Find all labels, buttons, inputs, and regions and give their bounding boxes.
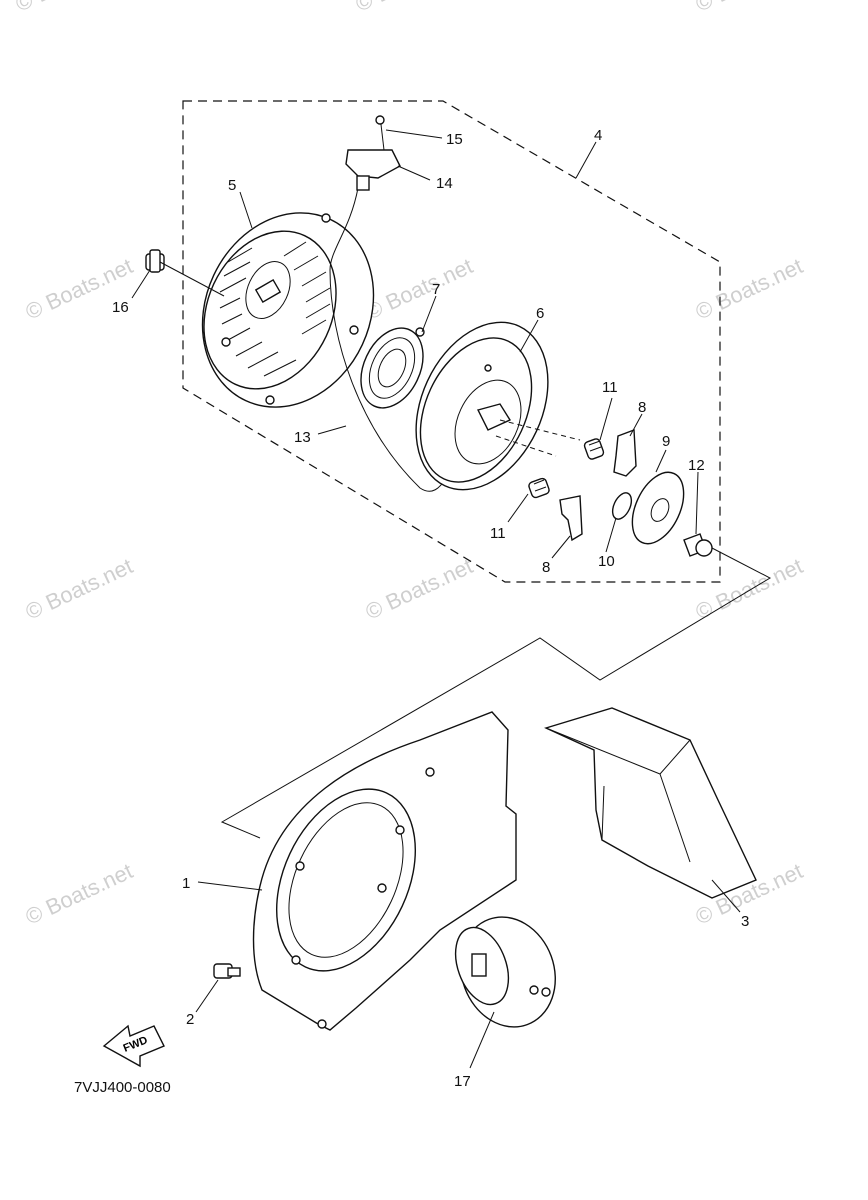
callout-11-upper: 11 — [602, 379, 618, 396]
figure-code: 7VJJ400-0080 — [74, 1079, 171, 1096]
bolt-part-16 — [145, 249, 165, 273]
fan-cover-part-1 — [252, 711, 517, 1031]
callout-16: 16 — [112, 299, 129, 316]
handle-screw-part-15 — [375, 115, 385, 151]
pawl-part-8-upper — [613, 429, 637, 477]
watermark: © Boats.net — [362, 253, 477, 324]
starter-handle-part-14 — [345, 149, 401, 191]
pawl-spring-part-11-upper — [583, 438, 605, 460]
assembly-boundary — [182, 100, 721, 583]
callout-11-lower: 11 — [490, 525, 506, 542]
watermark: © Boats.net — [692, 253, 807, 324]
spiral-spring-part-7 — [360, 327, 425, 409]
callout-5: 5 — [228, 177, 236, 194]
sheave-drum-part-6 — [415, 321, 549, 491]
callout-13: 13 — [294, 429, 311, 446]
callout-14: 14 — [436, 175, 453, 192]
callout-4: 4 — [594, 127, 602, 144]
watermark: © Boats.net — [362, 553, 477, 624]
assembly-connector-line — [220, 547, 772, 839]
callout-15: 15 — [446, 131, 463, 148]
cover-part-3 — [544, 707, 757, 899]
callout-7: 7 — [432, 281, 440, 298]
callout-17: 17 — [454, 1073, 471, 1090]
fwd-direction-arrow: FWD — [102, 1024, 165, 1068]
pawl-spring-part-11-lower — [528, 477, 550, 499]
watermark: © Boats.net — [692, 0, 807, 17]
washer-part-10 — [611, 492, 633, 520]
shaft-axis — [499, 419, 581, 441]
shaft-axis — [495, 435, 557, 457]
callout-8-upper: 8 — [638, 399, 646, 416]
callout-3: 3 — [741, 913, 749, 930]
drive-plate-part-9 — [631, 471, 685, 545]
leader-lines — [131, 129, 741, 1069]
watermark: © Boats.net — [22, 553, 137, 624]
callout-12: 12 — [688, 457, 705, 474]
callout-labels: 1 2 3 4 5 6 7 8 8 9 10 11 11 12 13 14 15… — [112, 127, 749, 1090]
callout-1: 1 — [182, 875, 190, 892]
bolt-part-2 — [213, 963, 241, 979]
callout-9: 9 — [662, 433, 670, 450]
bolt-part-12 — [683, 533, 713, 557]
starter-pulley-part-17 — [454, 916, 556, 1028]
watermark: © Boats.net — [692, 553, 807, 624]
callout-2: 2 — [186, 1011, 194, 1028]
watermark: © Boats.net — [22, 858, 137, 929]
starter-rope-part-13 — [329, 187, 447, 492]
callout-6: 6 — [536, 305, 544, 322]
watermark: © Boats.net — [352, 0, 467, 17]
callout-8-lower: 8 — [542, 559, 550, 576]
pawl-part-8-lower — [559, 495, 583, 542]
watermark: © Boats.net — [12, 0, 127, 17]
callout-10: 10 — [598, 553, 615, 570]
